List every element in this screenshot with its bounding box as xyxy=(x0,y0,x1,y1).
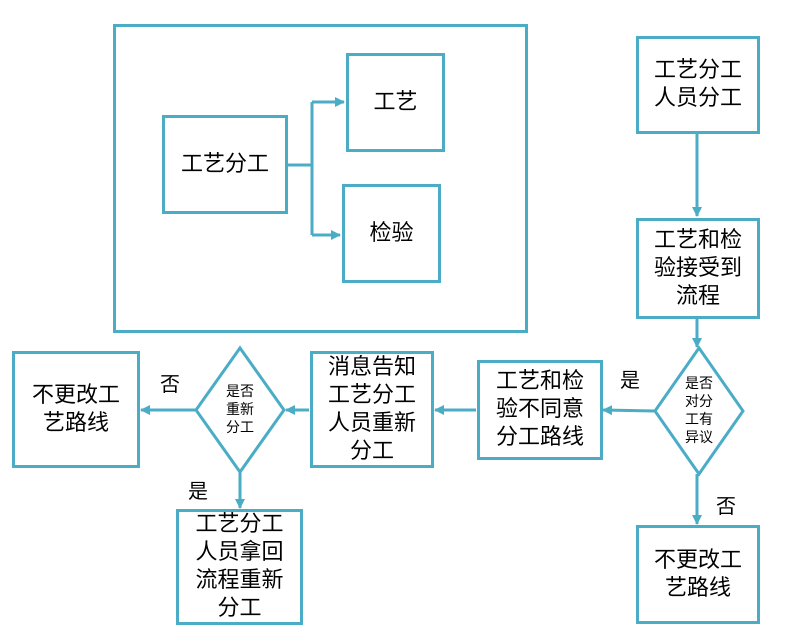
legend-frame xyxy=(113,24,528,333)
legend-target-craft-box: 工艺 xyxy=(346,53,445,152)
legend-target-inspection-box: 检验 xyxy=(342,184,441,283)
decision-objection-text: 是否 对分 工有 异议 xyxy=(685,376,713,446)
node-no-change-left: 不更改工 艺路线 xyxy=(12,351,140,468)
edge-label-reassign-yes: 是 xyxy=(188,479,208,503)
node-disagree-route: 工艺和检 验不同意 分工路线 xyxy=(477,360,603,460)
decision-reassign-text: 是否 重新 分工 xyxy=(226,384,254,436)
decision-objection-diamond xyxy=(653,345,745,477)
node-retrieve-reassign: 工艺分工 人员拿回 流程重新 分工 xyxy=(176,509,303,625)
decision-reassign-diamond xyxy=(194,345,286,475)
node-notify-reassign: 消息告知 工艺分工 人员重新 分工 xyxy=(310,351,434,468)
node-received-flow: 工艺和检 验接受到 流程 xyxy=(636,218,760,319)
legend-connector-trunk xyxy=(287,102,314,235)
node-assign-personnel: 工艺分工 人员分工 xyxy=(636,36,760,134)
legend-source-box: 工艺分工 xyxy=(162,115,288,214)
edge-label-objection-no: 否 xyxy=(716,494,736,518)
edge-label-reassign-no: 否 xyxy=(160,372,180,396)
arrow-decision-to-disagree xyxy=(602,405,656,416)
edge-label-objection-yes: 是 xyxy=(620,368,640,392)
node-no-change-right: 不更改工 艺路线 xyxy=(636,525,760,624)
